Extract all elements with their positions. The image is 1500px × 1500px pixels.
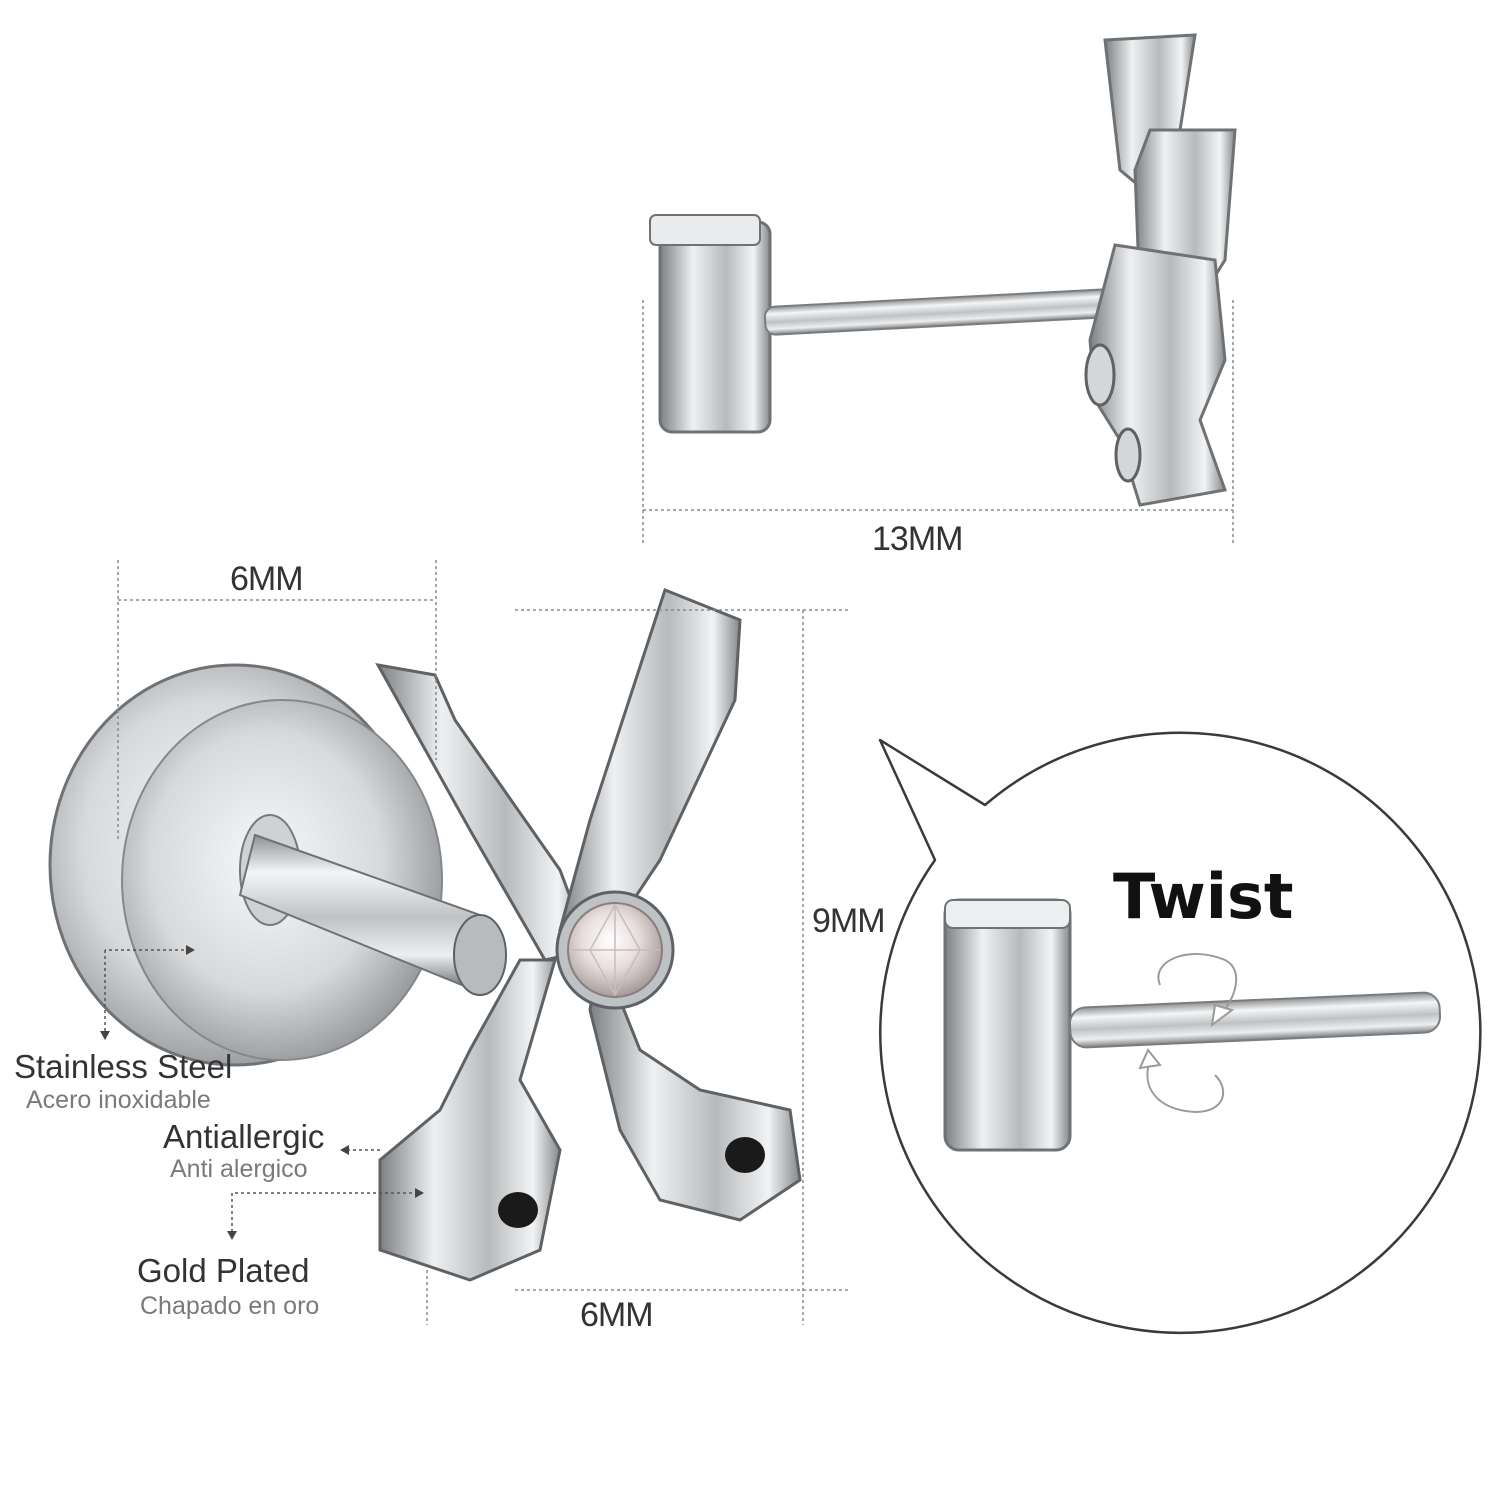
- front-width-label: 6MM: [580, 1296, 654, 1334]
- material-antiallergic: Antiallergic: [163, 1118, 325, 1155]
- side-view-earring: [649, 33, 1237, 507]
- material-stainless-steel-translation: Acero inoxidable: [26, 1086, 211, 1114]
- material-leaders: [104, 949, 418, 1235]
- side-length-label: 13MM: [872, 520, 963, 558]
- material-gold-plated: Gold Plated: [137, 1252, 310, 1289]
- front-height-label: 9MM: [812, 902, 886, 940]
- material-gold-plated-translation: Chapado en oro: [140, 1292, 320, 1320]
- material-stainless-steel: Stainless Steel: [14, 1048, 233, 1085]
- back-width-label: 6MM: [230, 560, 304, 598]
- side-length-guides: [642, 300, 1234, 545]
- material-antiallergic-translation: Anti alergico: [170, 1155, 308, 1183]
- twist-label: Twist: [1113, 860, 1294, 933]
- front-view-earring: [48, 588, 802, 1282]
- twist-callout-bubble: [878, 731, 1482, 1334]
- leader-arrowheads: [100, 945, 424, 1240]
- twist-arrows-icon: [1138, 953, 1238, 1114]
- front-dimension-guides: [117, 560, 850, 1325]
